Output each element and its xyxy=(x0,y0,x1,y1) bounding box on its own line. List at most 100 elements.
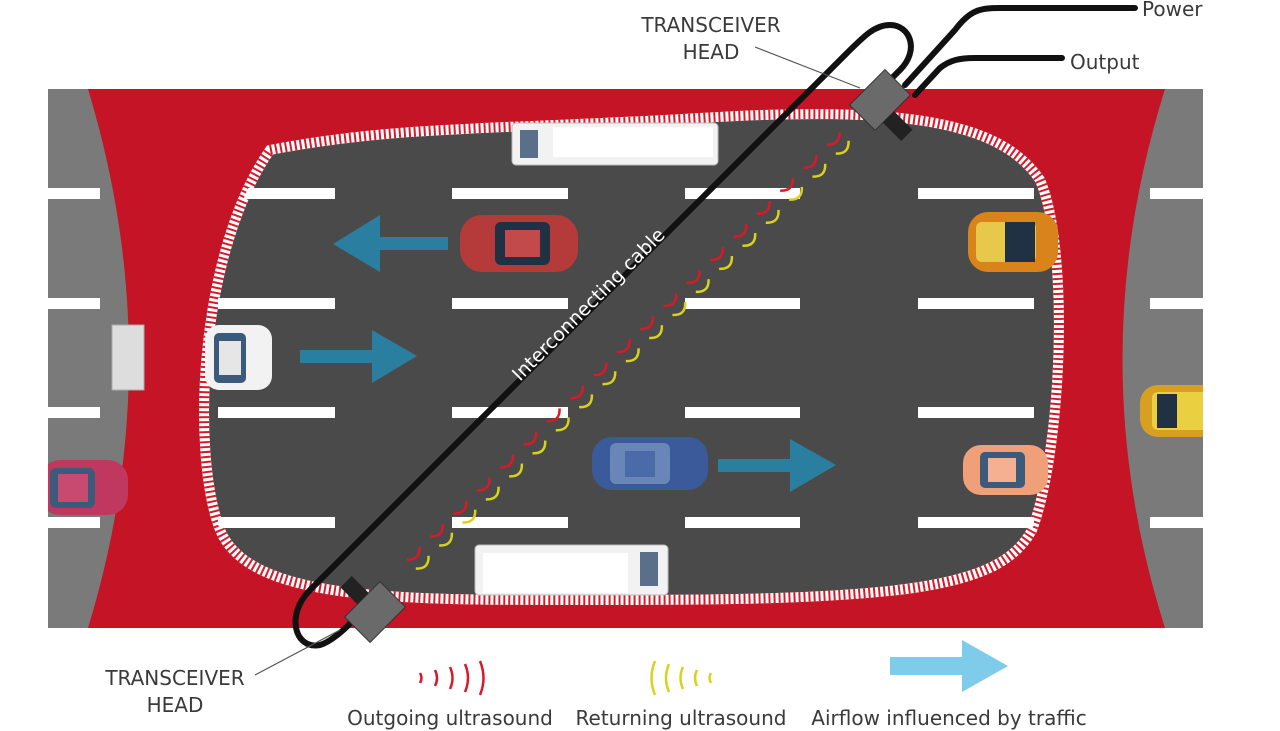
orange-car xyxy=(968,212,1058,272)
lane-markings xyxy=(48,188,1203,528)
bottom-head-label-2: HEAD xyxy=(147,693,204,717)
lane-dash xyxy=(1150,517,1203,528)
legend-arc xyxy=(679,666,685,690)
transceiver-head-top xyxy=(848,68,913,142)
outgoing-ultrasound-legend-icon xyxy=(418,660,485,696)
airflow-legend-arrow-icon xyxy=(890,640,1008,692)
ultrasound-arc xyxy=(430,523,445,538)
lane-dash xyxy=(918,298,1034,309)
top-head-leader xyxy=(754,46,861,89)
ultrasound-arc xyxy=(719,256,734,271)
ultrasound-arc xyxy=(649,325,664,340)
ultrasound-arc xyxy=(616,339,631,354)
ultrasound-arc xyxy=(532,440,547,455)
ultrasound-arc xyxy=(602,371,617,386)
legend-arc xyxy=(418,672,423,684)
lane-dash xyxy=(452,407,568,418)
ultrasound-arc xyxy=(672,302,687,317)
legend-airflow-label: Airflow influenced by traffic xyxy=(811,706,1086,730)
ultrasound-arc xyxy=(406,546,421,561)
legend-arc xyxy=(448,666,454,690)
lane-dash xyxy=(218,517,335,528)
output-cable xyxy=(912,55,1065,98)
ultrasound-arc xyxy=(546,408,561,423)
ultrasound-arc xyxy=(640,316,655,331)
ultrasound-arc xyxy=(485,486,500,501)
ultrasound-arc xyxy=(570,385,585,400)
ultrasound-arc xyxy=(500,454,515,469)
lane-dash xyxy=(452,517,568,528)
ultrasound-waves xyxy=(406,131,850,570)
legend-arc xyxy=(664,663,671,693)
legend-arc xyxy=(478,660,485,696)
blue-car xyxy=(592,437,708,490)
lane-dash xyxy=(48,298,100,309)
traffic-arrow-right-2 xyxy=(718,439,836,492)
ultrasound-arc xyxy=(789,186,804,201)
lane-dash xyxy=(685,517,800,528)
legend-arc xyxy=(693,669,699,687)
yellow-car xyxy=(1140,385,1203,437)
lane-dash xyxy=(218,188,335,199)
zone-border-hatch xyxy=(199,109,1064,606)
traffic-arrow-right-1 xyxy=(300,330,417,383)
ultrasound-arc xyxy=(695,279,710,294)
ultrasound-arc xyxy=(780,177,795,192)
lane-dash xyxy=(918,517,1034,528)
lane-dash xyxy=(48,188,100,199)
legend-arc xyxy=(463,663,470,693)
ultrasound-arc xyxy=(710,247,725,262)
truck-top xyxy=(511,122,719,166)
legend-arc xyxy=(650,660,657,696)
ultrasound-arc xyxy=(415,555,430,570)
ultrasound-arc xyxy=(509,463,524,478)
ultrasound-arc xyxy=(826,131,841,146)
legend-returning-label: Returning ultrasound xyxy=(576,706,787,730)
power-label: Power xyxy=(1142,0,1203,21)
lane-dash xyxy=(918,188,1034,199)
ultrasound-arc xyxy=(835,140,850,155)
pink-car xyxy=(48,460,128,515)
lane-dash xyxy=(452,188,568,199)
lane-dash xyxy=(452,298,568,309)
ultrasound-arc xyxy=(803,154,818,169)
lane-dash xyxy=(48,407,100,418)
bottom-head-label-1: TRANSCEIVER xyxy=(104,666,244,690)
bottom-head-leader xyxy=(254,629,341,676)
lane-dash xyxy=(685,298,800,309)
lane-dash xyxy=(1150,298,1203,309)
truck-bottom xyxy=(474,544,669,596)
ultrasound-arc xyxy=(453,500,468,515)
lane-dash xyxy=(218,298,335,309)
lane-dash xyxy=(48,517,100,528)
lane-dash xyxy=(685,188,800,199)
lane-dash xyxy=(918,407,1034,418)
power-cable xyxy=(902,5,1138,88)
traffic-arrow-left xyxy=(333,215,448,272)
interconnecting-cable xyxy=(292,5,1138,649)
legend-arc xyxy=(433,669,439,687)
ultrasound-arc xyxy=(742,232,757,248)
ultrasound-arc xyxy=(462,509,477,524)
lane-dash xyxy=(218,407,335,418)
ultrasound-arc xyxy=(663,293,678,308)
ultrasound-arc xyxy=(476,477,491,492)
right-road-section xyxy=(1122,89,1203,628)
returning-ultrasound-legend-icon xyxy=(650,660,713,696)
white-car xyxy=(205,325,272,390)
salmon-car xyxy=(963,445,1048,495)
ultrasound-arc xyxy=(625,348,640,363)
ultrasound-arc xyxy=(756,200,771,215)
ultrasound-arc xyxy=(593,362,608,377)
white-truck-left xyxy=(111,324,145,391)
legend-outgoing-label: Outgoing ultrasound xyxy=(347,706,553,730)
ultrasound-arc xyxy=(733,223,748,239)
ultrasound-arc xyxy=(812,163,827,178)
ultrasound-arc xyxy=(439,532,454,547)
top-head-label-1: TRANSCEIVER xyxy=(640,13,780,37)
ultrasound-arc xyxy=(765,209,780,224)
tunnel-road xyxy=(48,89,1203,628)
ultrasound-arc xyxy=(555,417,570,432)
lane-dash xyxy=(685,407,800,418)
ultrasound-arc xyxy=(686,270,701,285)
